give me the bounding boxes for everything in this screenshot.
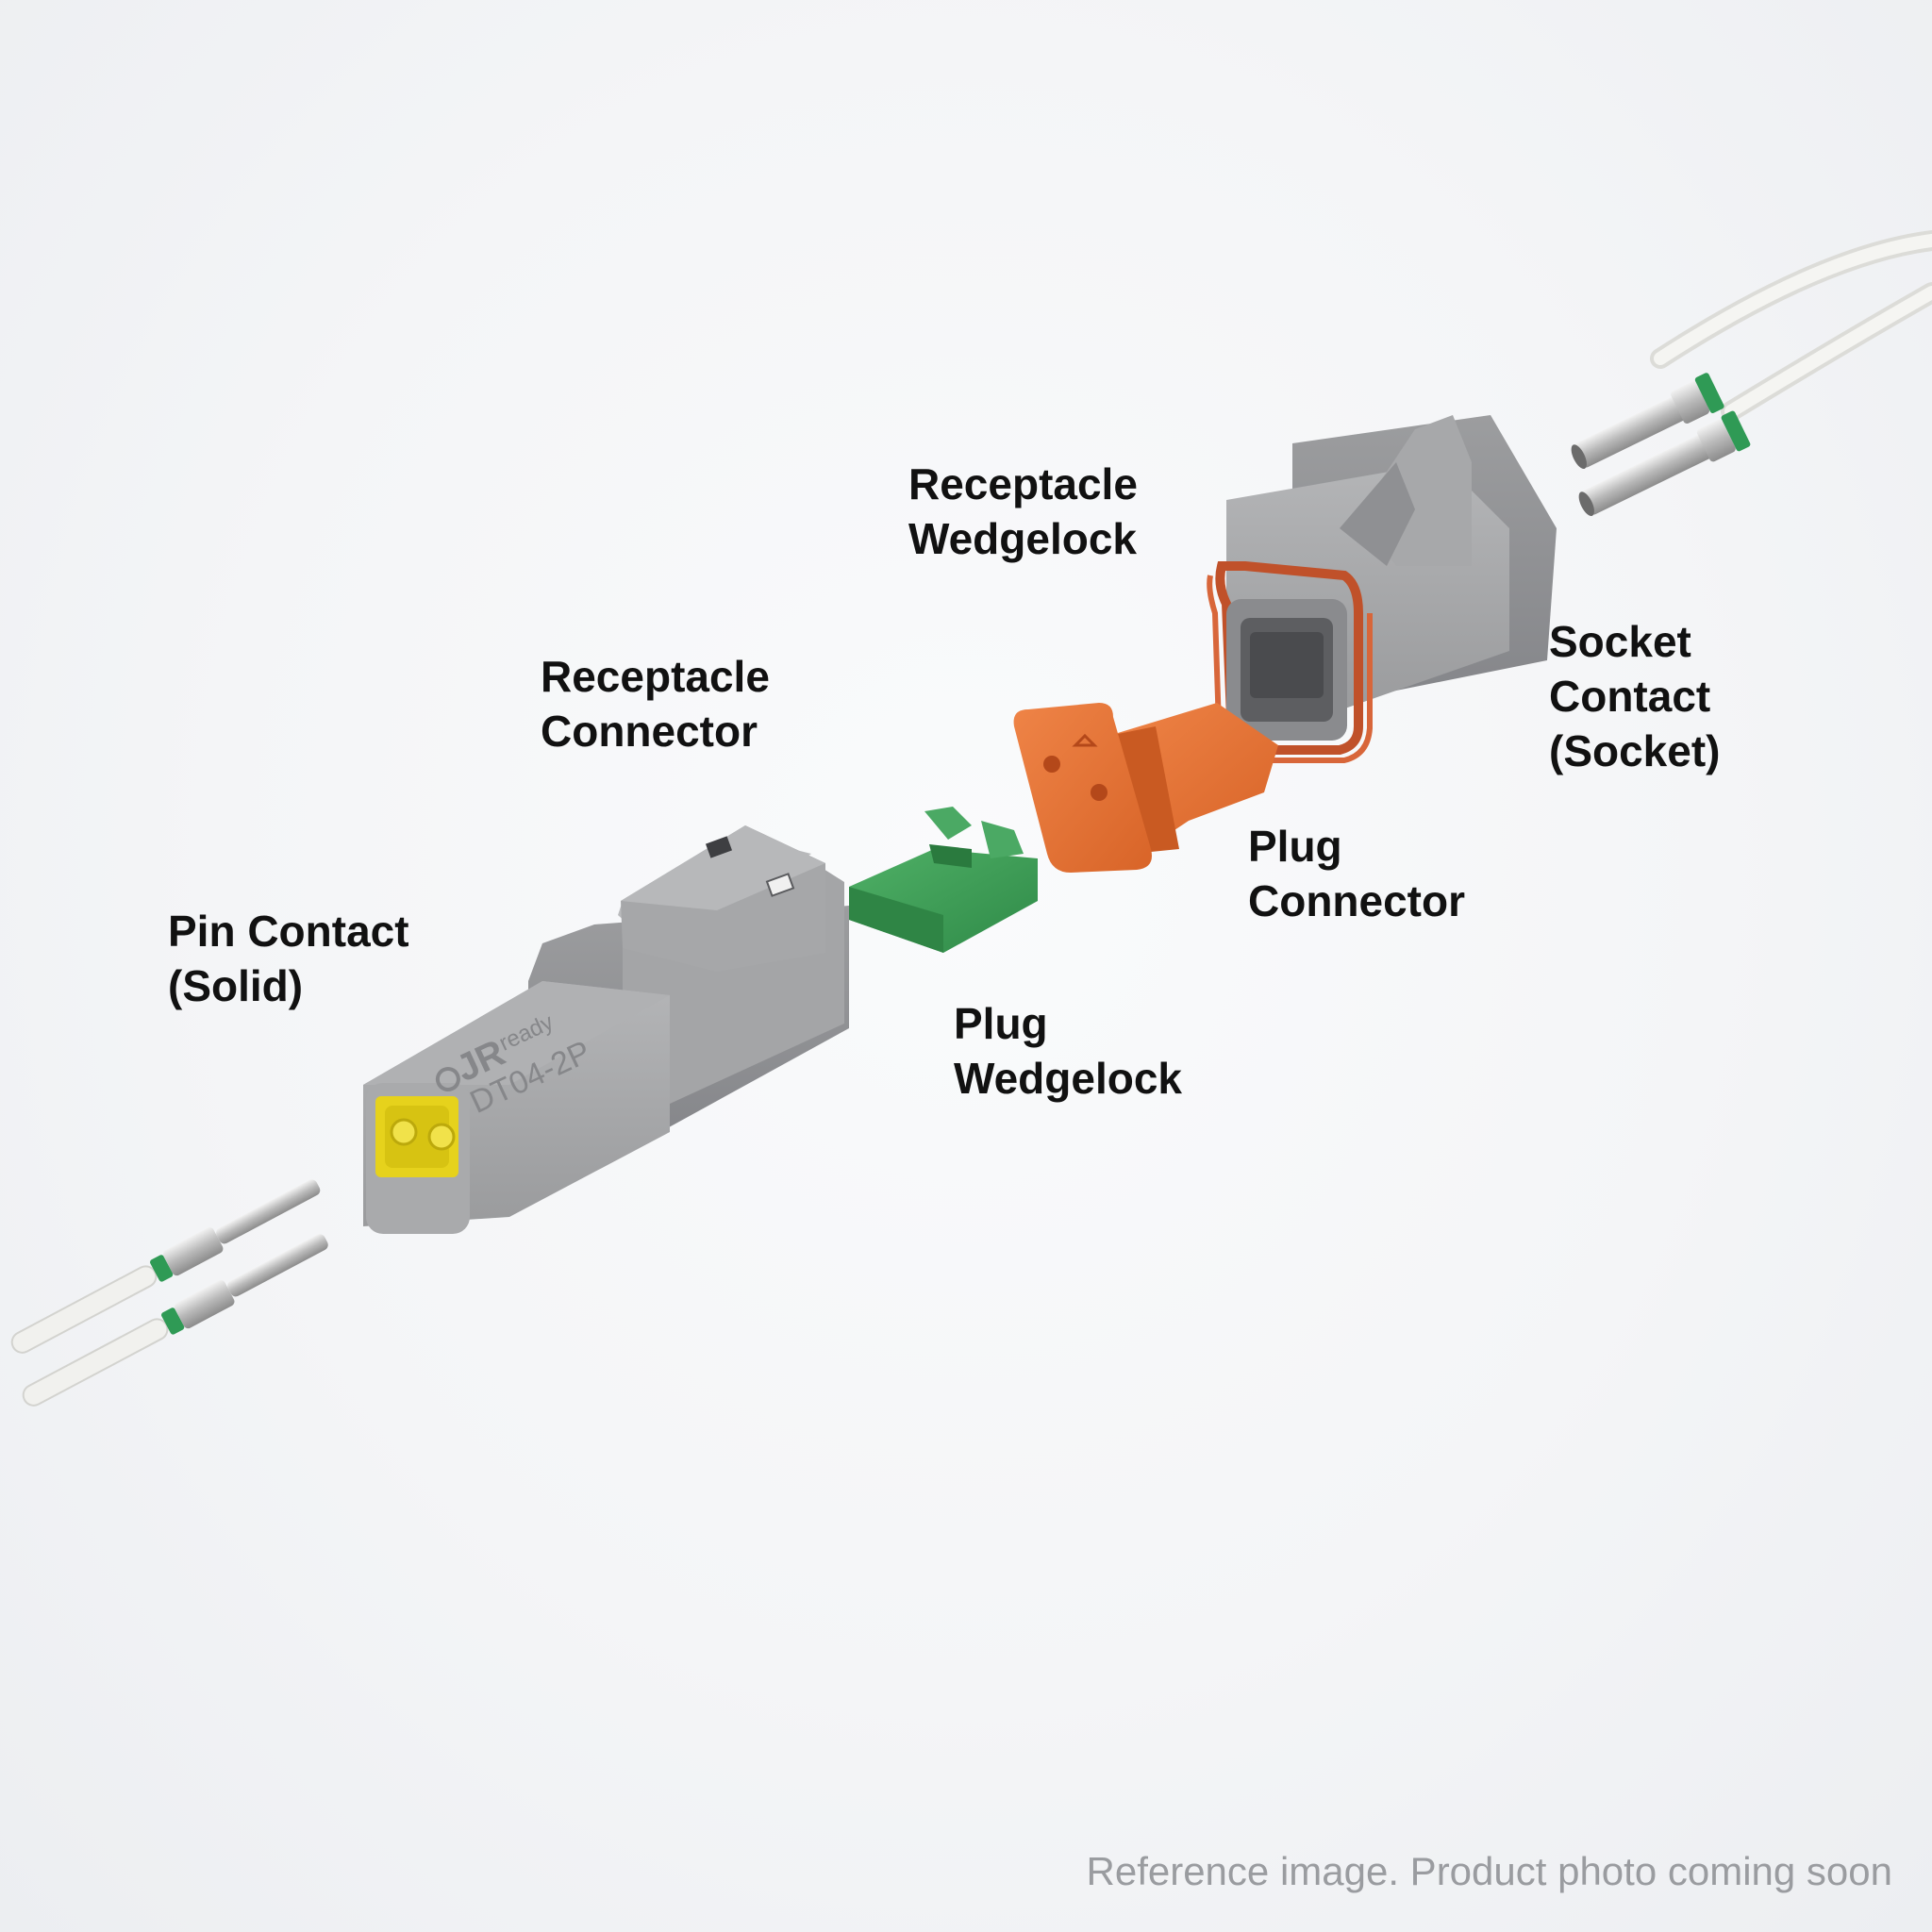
receptacle-connector: JR ready DT04-2P <box>363 825 849 1234</box>
label-plug-wedgelock: Plug Wedgelock <box>954 996 1182 1106</box>
label-pin-contact: Pin Contact (Solid) <box>168 904 409 1013</box>
label-line: Receptacle <box>908 459 1138 508</box>
reference-disclaimer: Reference image. Product photo coming so… <box>1086 1849 1893 1893</box>
label-line: Socket <box>1549 617 1691 666</box>
label-line: Wedgelock <box>908 514 1137 563</box>
pin-contact-1 <box>10 1179 321 1354</box>
pin-contacts <box>10 1179 328 1407</box>
plug-wedgelock <box>849 807 1038 953</box>
label-line: Connector <box>541 707 758 756</box>
receptacle-wedgelock <box>1013 703 1278 873</box>
socket-contact-1 <box>1571 373 1724 469</box>
plug-face <box>1226 599 1347 741</box>
label-line: Receptacle <box>541 652 770 701</box>
label-line: Plug <box>954 999 1048 1048</box>
label-line: Pin Contact <box>168 907 409 956</box>
socket-contacts <box>1571 230 1932 516</box>
label-plug-connector: Plug Connector <box>1248 819 1465 928</box>
socket-contact-wire <box>1650 230 1932 422</box>
label-line: (Socket) <box>1549 726 1721 775</box>
label-line: Plug <box>1248 822 1342 871</box>
label-socket-contact: Socket Contact (Socket) <box>1549 614 1720 778</box>
label-line: Contact <box>1549 672 1711 721</box>
label-line: Wedgelock <box>954 1054 1182 1103</box>
latch <box>621 825 825 972</box>
label-line: Connector <box>1248 876 1465 925</box>
pin-contact-2 <box>22 1234 328 1407</box>
label-receptacle-wedgelock: Receptacle Wedgelock <box>908 457 1138 566</box>
label-receptacle-connector: Receptacle Connector <box>541 649 770 758</box>
plug-connector <box>1207 415 1557 763</box>
socket-contact-2 <box>1578 410 1751 516</box>
label-line: (Solid) <box>168 961 304 1010</box>
receptacle-face <box>366 1083 470 1234</box>
